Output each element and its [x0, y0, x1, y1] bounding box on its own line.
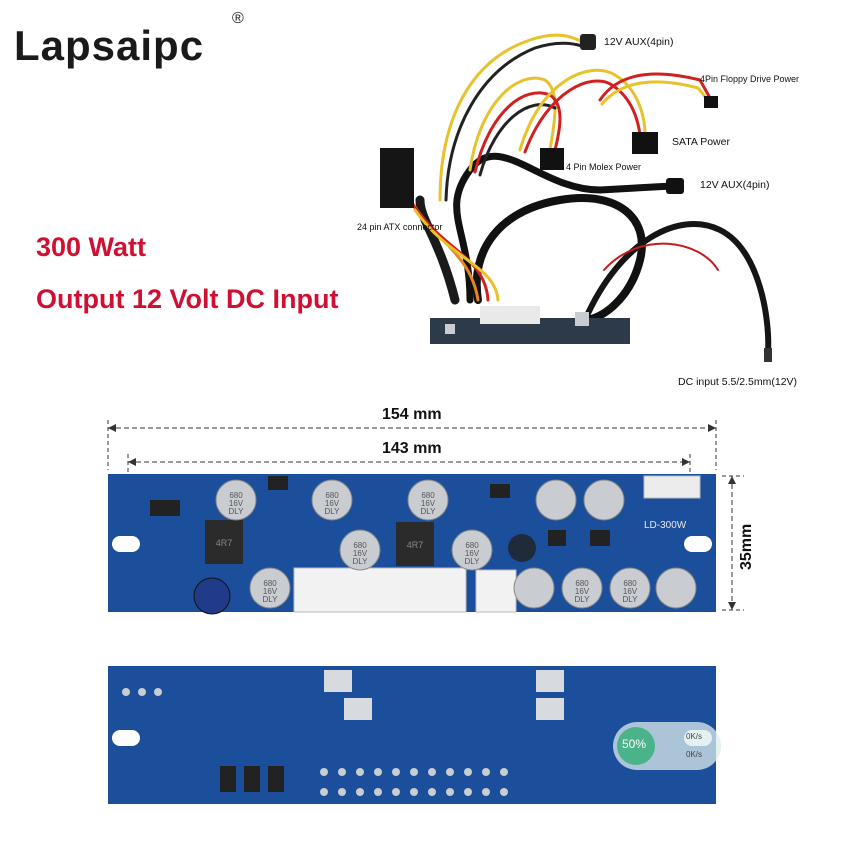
atx-24pin-plug [380, 148, 414, 208]
label-atx-connector: 24 pin ATX connector [357, 222, 443, 232]
capacitor-marking: DLY [623, 595, 639, 604]
cable-dc-input [582, 221, 772, 355]
cable-harness-illustration [380, 33, 772, 362]
capacitor-marking: DLY [325, 507, 341, 516]
capacitor-marking: 680 [623, 579, 637, 588]
capacitor-marking: 16V [325, 499, 340, 508]
capacitor-marking: DLY [353, 557, 369, 566]
capacitor-marking: DLY [421, 507, 437, 516]
capacitor-marking: 16V [465, 549, 480, 558]
capacitor-marking: DLY [465, 557, 481, 566]
label-molex-power: 4 Pin Molex Power [566, 162, 642, 172]
board-model-label: LD-300W [644, 520, 687, 531]
label-floppy-power: 4Pin Floppy Drive Power [700, 74, 800, 84]
capacitor-marking: 16V [229, 499, 244, 508]
dimension-total-length: 154 mm [382, 406, 442, 423]
label-dc-input: DC input 5.5/2.5mm(12V) [678, 376, 798, 388]
capacitor-marking: 16V [421, 499, 436, 508]
capacitor-marking: DLY [575, 595, 591, 604]
dc-plug [764, 348, 772, 362]
capacitor-marking: DLY [229, 507, 245, 516]
dimension-hole-spacing: 143 mm [382, 440, 442, 457]
headline-wattage: 300 Watt [36, 232, 147, 262]
cable-bundle-right [472, 194, 646, 324]
capacitor-marking: 680 [229, 491, 243, 500]
cable-atx-bundle [415, 195, 460, 305]
capacitor-marking: 680 [465, 541, 479, 550]
label-12v-aux-top: 12V AUX(4pin) [604, 36, 674, 48]
aux-mid-connector [666, 178, 684, 194]
capacitor-marking: 680 [263, 579, 277, 588]
gauge-percent: 50% [622, 737, 647, 751]
brand-logo: Lapsaipc [14, 22, 205, 69]
capacitor-marking: 680 [575, 579, 589, 588]
capacitor-marking: 16V [623, 587, 638, 596]
label-sata-power: SATA Power [672, 136, 730, 148]
upload-speed: 0K/s [686, 732, 703, 741]
trademark-symbol: ® [232, 10, 244, 27]
gauge-circle [617, 727, 655, 765]
capacitor-marking: 16V [353, 549, 368, 558]
headline-voltage: Output 12 Volt DC Input [36, 284, 339, 314]
dimension-lines [107, 420, 744, 611]
pcb-bottom-view [108, 666, 716, 804]
capacitor-marking: 680 [421, 491, 435, 500]
capacitor-marking: 16V [263, 587, 278, 596]
molex-connector [540, 148, 564, 170]
inductor-marking: 4R7 [407, 540, 424, 550]
floppy-connector [704, 96, 718, 108]
capacitor-marking: 16V [575, 587, 590, 596]
capacitor-marking: 680 [353, 541, 367, 550]
capacitor-marking: DLY [263, 595, 279, 604]
sata-connector [632, 132, 658, 154]
label-12v-aux-mid: 12V AUX(4pin) [700, 179, 770, 191]
capacitor-marking: 680 [325, 491, 339, 500]
inductor-marking: 4R7 [216, 538, 233, 548]
aux-top-connector [580, 34, 596, 50]
download-speed: 0K/s [686, 750, 703, 759]
